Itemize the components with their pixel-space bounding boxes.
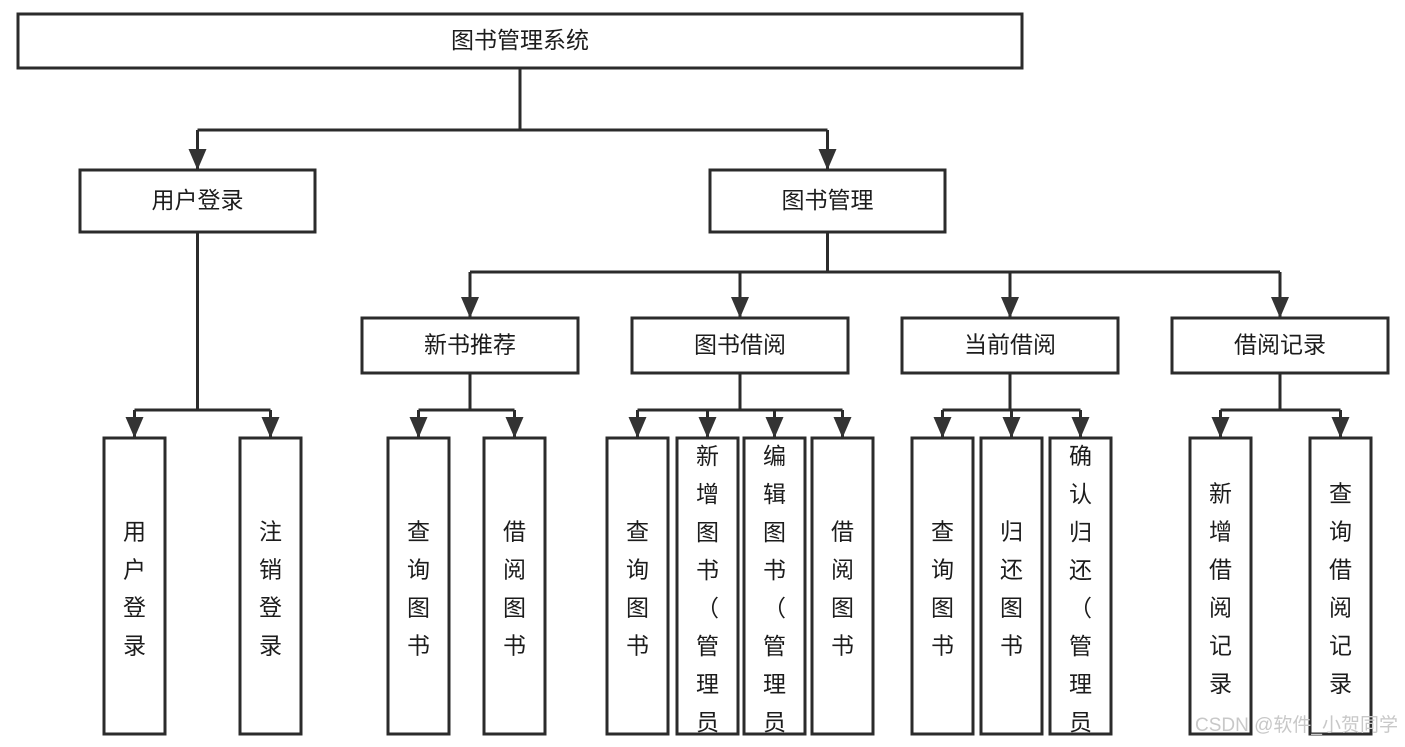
arrow-head-icon xyxy=(1211,417,1230,438)
arrow-head-icon xyxy=(628,417,647,438)
node-新增图书管理员[interactable]: 新增图书（管理员） xyxy=(675,436,740,747)
node-label-借阅图书: 借阅图书 xyxy=(503,519,526,659)
node-新增借阅记录[interactable]: 新增借阅记录 xyxy=(1188,436,1253,736)
arrow-head-icon xyxy=(409,417,428,438)
node-编辑图书管理员[interactable]: 编辑图书（管理员） xyxy=(742,436,807,747)
node-label-新增借阅记录: 新增借阅记录 xyxy=(1209,481,1232,697)
node-图书借阅[interactable]: 图书借阅 xyxy=(630,316,850,375)
node-label-查询借阅记录: 查询借阅记录 xyxy=(1329,481,1352,697)
node-box-确认归还管理员[interactable] xyxy=(1048,436,1113,736)
arrow-head-icon xyxy=(1071,417,1090,438)
node-box-新书推荐[interactable] xyxy=(360,316,580,375)
arrow-head-icon xyxy=(818,149,837,170)
node-box-新增图书管理员[interactable] xyxy=(675,436,740,736)
node-label-查询图书: 查询图书 xyxy=(407,519,430,659)
arrow-head-icon xyxy=(1001,297,1019,318)
node-查询图书[interactable]: 查询图书 xyxy=(605,436,670,736)
node-借阅图书[interactable]: 借阅图书 xyxy=(810,436,875,736)
node-box-图书管理[interactable] xyxy=(708,168,947,234)
node-boxes-layer: 图书管理系统用户登录图书管理新书推荐图书借阅当前借阅借阅记录用户登录注销登录查询… xyxy=(16,12,1390,747)
arrow-head-icon xyxy=(1002,417,1021,438)
node-box-归还图书[interactable] xyxy=(979,436,1044,736)
node-label-用户登录: 用户登录 xyxy=(123,519,146,659)
node-box-新增借阅记录[interactable] xyxy=(1188,436,1253,736)
arrow-head-icon xyxy=(125,417,144,438)
node-查询借阅记录[interactable]: 查询借阅记录 xyxy=(1308,436,1373,736)
node-label-图书管理: 图书管理 xyxy=(782,187,874,213)
csdn-watermark: CSDN @软件_小贺同学 xyxy=(1195,714,1398,736)
node-用户登录[interactable]: 用户登录 xyxy=(78,168,317,234)
arrow-head-icon xyxy=(833,417,852,438)
node-box-查询图书[interactable] xyxy=(910,436,975,736)
node-归还图书[interactable]: 归还图书 xyxy=(979,436,1044,736)
node-box-编辑图书管理员[interactable] xyxy=(742,436,807,736)
arrow-head-icon xyxy=(1331,417,1350,438)
node-借阅记录[interactable]: 借阅记录 xyxy=(1170,316,1390,375)
node-label-当前借阅: 当前借阅 xyxy=(964,332,1056,358)
node-box-借阅记录[interactable] xyxy=(1170,316,1390,375)
arrow-head-icon xyxy=(933,417,952,438)
arrow-head-icon xyxy=(698,417,717,438)
node-label-借阅图书: 借阅图书 xyxy=(831,519,854,659)
arrow-head-icon xyxy=(1271,297,1289,318)
arrow-head-icon xyxy=(461,297,479,318)
node-图书管理[interactable]: 图书管理 xyxy=(708,168,947,234)
connector-edges-layer xyxy=(125,68,1350,438)
node-用户登录[interactable]: 用户登录 xyxy=(102,436,167,736)
node-box-查询图书[interactable] xyxy=(386,436,451,736)
node-当前借阅[interactable]: 当前借阅 xyxy=(900,316,1120,375)
node-label-新增图书管理员: 新增图书（管理员） xyxy=(696,443,719,747)
node-注销登录[interactable]: 注销登录 xyxy=(238,436,303,736)
arrow-head-icon xyxy=(261,417,280,438)
node-box-查询借阅记录[interactable] xyxy=(1308,436,1373,736)
node-label-图书管理系统: 图书管理系统 xyxy=(451,27,589,53)
node-查询图书[interactable]: 查询图书 xyxy=(386,436,451,736)
arrow-head-icon xyxy=(731,297,749,318)
node-label-查询图书: 查询图书 xyxy=(626,519,649,659)
node-box-图书借阅[interactable] xyxy=(630,316,850,375)
node-box-查询图书[interactable] xyxy=(605,436,670,736)
node-确认归还管理员[interactable]: 确认归还（管理员） xyxy=(1048,436,1113,747)
node-box-当前借阅[interactable] xyxy=(900,316,1120,375)
node-box-借阅图书[interactable] xyxy=(810,436,875,736)
arrow-head-icon xyxy=(188,149,207,170)
node-图书管理系统[interactable]: 图书管理系统 xyxy=(16,12,1024,70)
node-box-注销登录[interactable] xyxy=(238,436,303,736)
node-label-用户登录: 用户登录 xyxy=(152,187,244,213)
node-查询图书[interactable]: 查询图书 xyxy=(910,436,975,736)
node-box-图书管理系统[interactable] xyxy=(16,12,1024,70)
node-label-确认归还管理员: 确认归还（管理员） xyxy=(1069,443,1092,747)
node-box-借阅图书[interactable] xyxy=(482,436,547,736)
node-借阅图书[interactable]: 借阅图书 xyxy=(482,436,547,736)
node-label-编辑图书管理员: 编辑图书（管理员） xyxy=(763,443,786,747)
node-label-图书借阅: 图书借阅 xyxy=(694,332,786,358)
arrow-head-icon xyxy=(505,417,524,438)
node-新书推荐[interactable]: 新书推荐 xyxy=(360,316,580,375)
arrow-head-icon xyxy=(765,417,784,438)
node-label-借阅记录: 借阅记录 xyxy=(1234,332,1326,358)
node-label-查询图书: 查询图书 xyxy=(931,519,954,659)
node-box-用户登录[interactable] xyxy=(78,168,317,234)
node-label-归还图书: 归还图书 xyxy=(1000,519,1023,659)
node-label-新书推荐: 新书推荐 xyxy=(424,332,516,358)
node-label-注销登录: 注销登录 xyxy=(259,519,282,659)
node-box-用户登录[interactable] xyxy=(102,436,167,736)
